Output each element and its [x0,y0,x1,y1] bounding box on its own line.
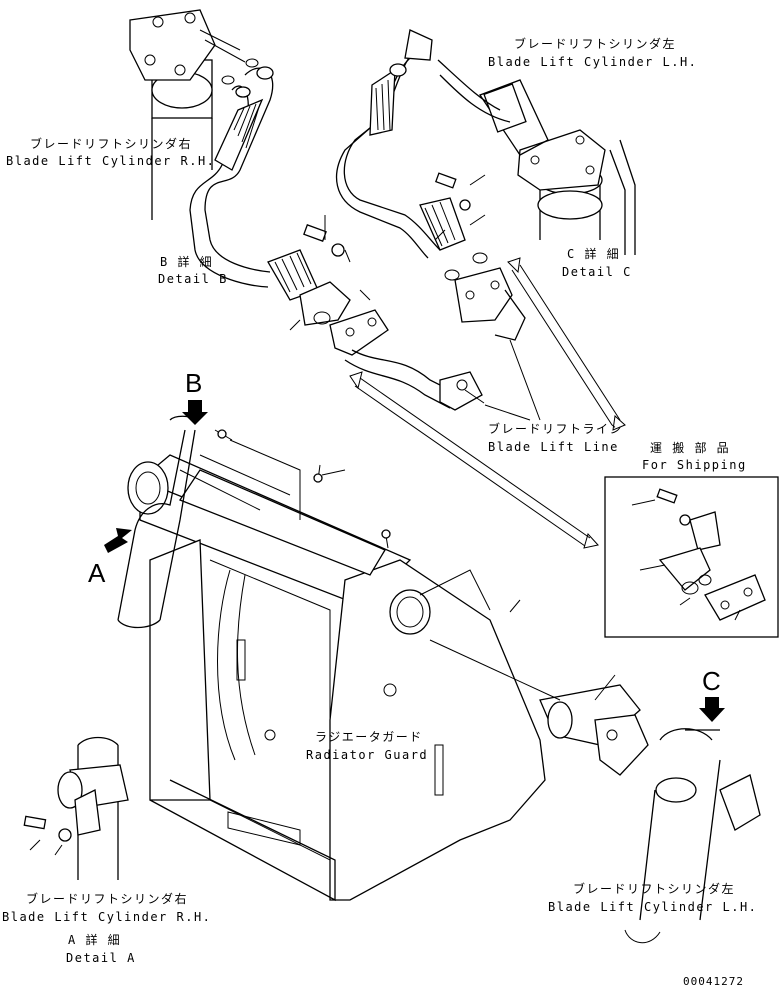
label-detail-b-jp: B 詳 細 [160,254,213,269]
label-detail-c-jp: C 詳 細 [567,246,620,261]
cylinder-lh-top [479,79,636,255]
label-detail-a-en: Detail A [66,951,136,965]
label-detail-a-jp: A 詳 細 [68,932,121,947]
label-line-en: Blade Lift Line [488,440,619,454]
label-guard-en: Radiator Guard [306,748,428,762]
label-guard-jp: ラジエータガード [315,730,423,744]
label-shipping-en: For Shipping [642,458,747,472]
shipping-arrows [349,257,626,549]
label-line-jp: ブレードリフトライン [488,421,623,436]
label-rh-top-en: Blade Lift Cylinder R.H. [6,154,215,168]
label-arrow-c: C [702,666,721,696]
leader-lines [151,145,616,701]
for-shipping-box [604,476,779,638]
label-detail-c-en: Detail C [562,265,632,279]
label-rh-top-jp: ブレードリフトシリンダ右 [30,136,192,151]
lh-cylinder-bottom [429,639,761,944]
label-shipping-jp: 運 搬 部 品 [650,440,730,455]
label-detail-b-en: Detail B [158,272,228,286]
cylinder-rh-top [129,9,246,220]
label-rh-bottom-jp: ブレードリフトシリンダ右 [26,891,188,906]
arrow-c-icon [699,697,725,722]
drawing-number: 00041272 [683,975,744,988]
detail-b-fittings [267,215,483,411]
label-rh-bottom-en: Blade Lift Cylinder R.H. [2,910,211,924]
label-lh-top-en: Blade Lift Cylinder L.H. [488,55,697,69]
arrow-b-icon [182,400,208,425]
detail-c-fittings [434,172,526,341]
radiator-guard-frame [127,429,546,902]
arrow-a-icon [104,528,132,553]
label-lh-bottom-en: Blade Lift Cylinder L.H. [548,900,757,914]
hose-rh [189,58,274,288]
label-lh-top-jp: ブレードリフトシリンダ左 [514,36,676,51]
label-lh-bottom-jp: ブレードリフトシリンダ左 [573,881,735,896]
label-arrow-a: A [88,558,106,588]
detail-a [23,736,129,880]
hose-lh [335,29,511,259]
label-arrow-b: B [185,368,202,398]
